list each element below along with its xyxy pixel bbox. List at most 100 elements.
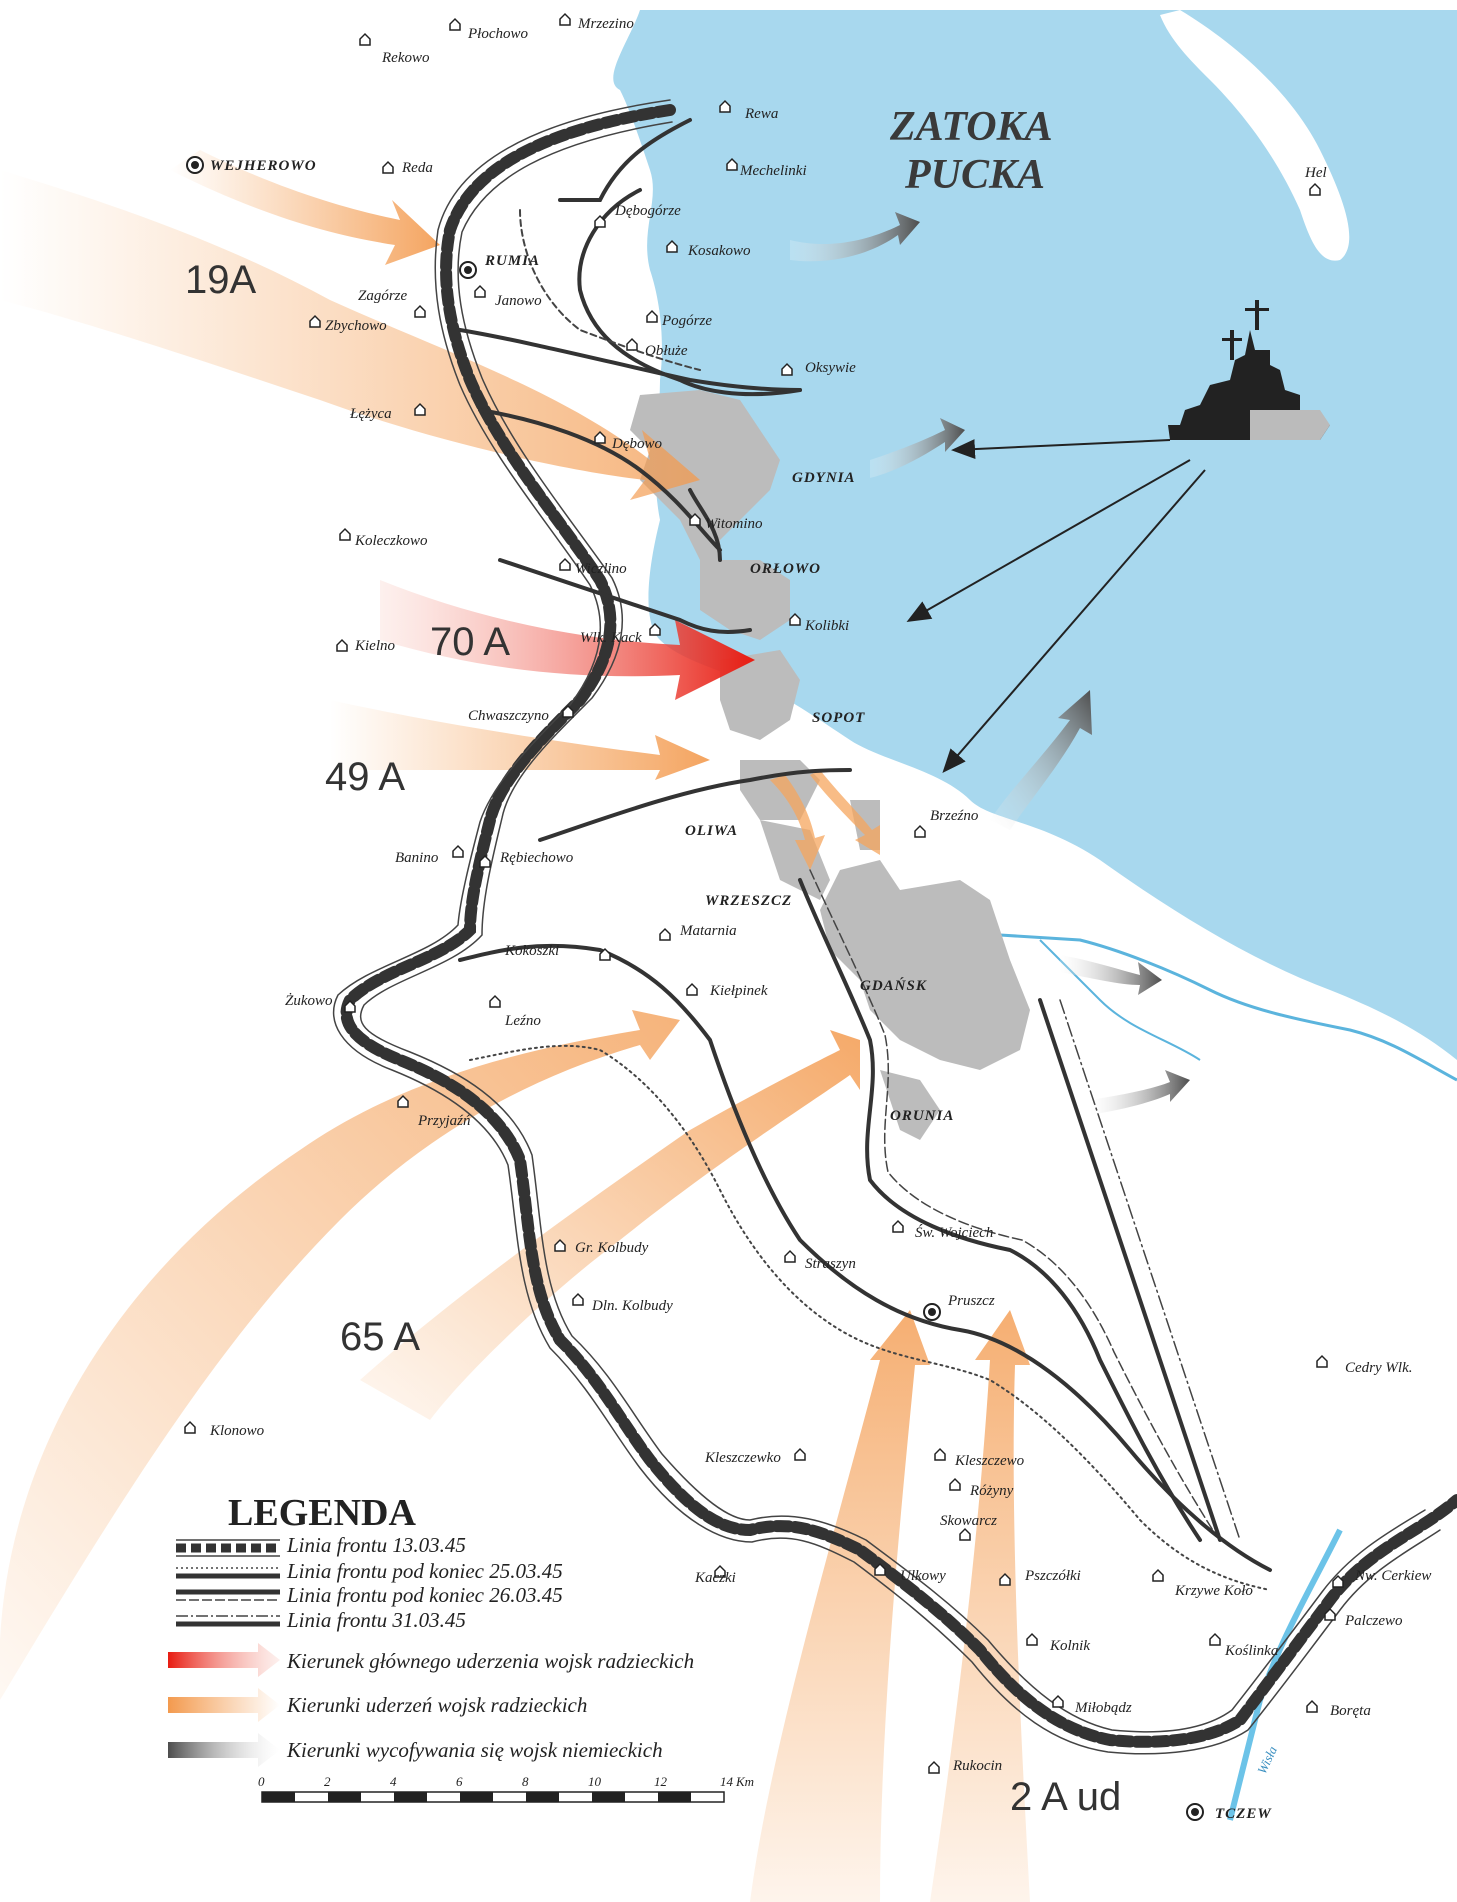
legend-symbol-front-31 <box>176 1615 280 1627</box>
legend-symbol-front-13 <box>176 1539 280 1557</box>
settlement-marker <box>594 214 606 228</box>
place-witomino: Witomino <box>705 516 763 532</box>
scale-tick-label: 10 <box>588 1774 602 1789</box>
settlement-marker <box>382 160 394 174</box>
settlement-marker <box>959 1527 971 1541</box>
place-ulkowy: Ulkowy <box>900 1568 946 1584</box>
place-reda: Reda <box>401 160 433 176</box>
place-milobadz: Miłobądz <box>1074 1700 1132 1716</box>
place-zagorze: Zagórze <box>358 288 408 304</box>
settlement-marker <box>784 1249 796 1263</box>
scale-unit: Km <box>735 1774 754 1789</box>
legend-item-front-13: Linia frontu 13.03.45 <box>286 1533 466 1557</box>
settlement-marker <box>336 638 348 652</box>
place-demptowo: Dębowo <box>611 436 662 452</box>
scale-segment <box>526 1792 559 1802</box>
settlement-marker <box>1332 1574 1344 1588</box>
scale-tick-label: 8 <box>522 1774 529 1789</box>
city-gdynia: GDYNIA <box>792 470 856 486</box>
place-kolibki: Kolibki <box>804 618 849 634</box>
settlement-marker <box>934 1447 946 1461</box>
settlement-marker <box>714 1564 726 1578</box>
scale-tick-label: 4 <box>390 1774 397 1789</box>
scale-tick-label: 2 <box>324 1774 331 1789</box>
legend-symbol-retreat <box>168 1733 280 1767</box>
scale-segment <box>658 1792 691 1802</box>
place-obluze: Obłuże <box>645 343 688 359</box>
place-oksywie: Oksywie <box>805 360 856 376</box>
scale-segment <box>592 1792 625 1802</box>
settlement-marker <box>1324 1607 1336 1621</box>
settlement-marker <box>789 612 801 626</box>
city-rumia: RUMIA <box>484 253 540 269</box>
place-matarnia: Matarnia <box>679 923 737 939</box>
place-lezyca: Łężyca <box>349 406 392 422</box>
place-pszczolki: Pszczółki <box>1024 1568 1081 1584</box>
city-tczew: TCZEW <box>1215 1806 1272 1822</box>
place-janowo: Janowo <box>495 293 542 309</box>
place-kosakowo: Kosakowo <box>687 243 751 259</box>
settlement-marker <box>452 844 464 858</box>
place-banino: Banino <box>395 850 439 866</box>
place-nwcerkiew: Nw. Cerkiew <box>1354 1568 1431 1584</box>
place-rebiechowo: Rębiechowo <box>499 850 574 866</box>
place-dlnkolbudy: Dln. Kolbudy <box>591 1298 673 1314</box>
legend-item-front-31: Linia frontu 31.03.45 <box>286 1608 466 1632</box>
major-town-markers <box>186 156 1204 1821</box>
settlement-marker <box>562 704 574 718</box>
settlement-marker <box>999 1572 1011 1586</box>
settlement-marker <box>559 557 571 571</box>
settlement-marker <box>649 622 661 636</box>
sea-label-line2: PUCKA <box>904 152 1045 198</box>
place-wlkkack: Wlk. Kack <box>580 630 642 646</box>
settlement-marker <box>309 314 321 328</box>
settlement-marker <box>474 284 486 298</box>
place-kielno: Kielno <box>354 638 395 654</box>
legend-item-front-25: Linia frontu pod koniec 25.03.45 <box>286 1559 563 1583</box>
scale-segment <box>460 1792 493 1802</box>
city-wrzeszcz: WRZESZCZ <box>705 893 792 909</box>
settlement-marker <box>892 1219 904 1233</box>
place-rekowo: Rekowo <box>381 50 430 66</box>
settlement-marker <box>559 12 571 26</box>
legend-item-main-attack: Kierunek głównego uderzenia wojsk radzie… <box>286 1649 694 1673</box>
settlement-marker <box>689 512 701 526</box>
place-pruszcz: Pruszcz <box>947 1293 995 1309</box>
place-boreta: Boręta <box>1330 1703 1371 1719</box>
scale-segment <box>328 1792 361 1802</box>
settlement-marker <box>339 527 351 541</box>
legend-symbol-front-25 <box>176 1567 280 1579</box>
settlement-marker <box>781 362 793 376</box>
place-koslinka: Koślinka <box>1224 1643 1278 1659</box>
settlement-marker <box>726 157 738 171</box>
scale-tick-label: 0 <box>258 1774 265 1789</box>
settlement-marker <box>794 1447 806 1461</box>
settlement-marker <box>572 1292 584 1306</box>
settlement-marker <box>344 999 356 1013</box>
settlement-marker <box>928 1760 940 1774</box>
sea-area <box>613 10 1457 1821</box>
naval-fire-arrows <box>906 439 1206 774</box>
place-lezno: Leźno <box>504 1013 541 1029</box>
settlement-marker <box>1026 1632 1038 1646</box>
place-hel: Hel <box>1304 165 1327 181</box>
place-grkolbudy: Gr. Kolbudy <box>575 1240 649 1256</box>
place-cedrywlk: Cedry Wlk. <box>1345 1360 1412 1376</box>
settlement-marker <box>414 402 426 416</box>
legend-symbol-front-26 <box>176 1589 280 1601</box>
settlement-marker <box>449 17 461 31</box>
place-przyjazn: Przyjaźń <box>417 1113 471 1129</box>
place-klonowo: Klonowo <box>209 1423 265 1439</box>
legend-item-retreat: Kierunki wycofywania się wojsk niemiecki… <box>286 1738 663 1762</box>
settlement-marker <box>479 854 491 868</box>
settlement-marker <box>397 1094 409 1108</box>
place-kolnik: Kolnik <box>1049 1638 1090 1654</box>
settlement-marker <box>914 824 926 838</box>
city-wejherowo: WEJHEROWO <box>210 158 317 174</box>
urban-areas <box>630 390 1030 1140</box>
scale-tick-label: 12 <box>654 1774 668 1789</box>
settlement-marker <box>1209 1632 1221 1646</box>
place-chwaszczyno: Chwaszczyno <box>468 708 549 724</box>
scale-tick-label: 6 <box>456 1774 463 1789</box>
settlement-marker <box>554 1238 566 1252</box>
